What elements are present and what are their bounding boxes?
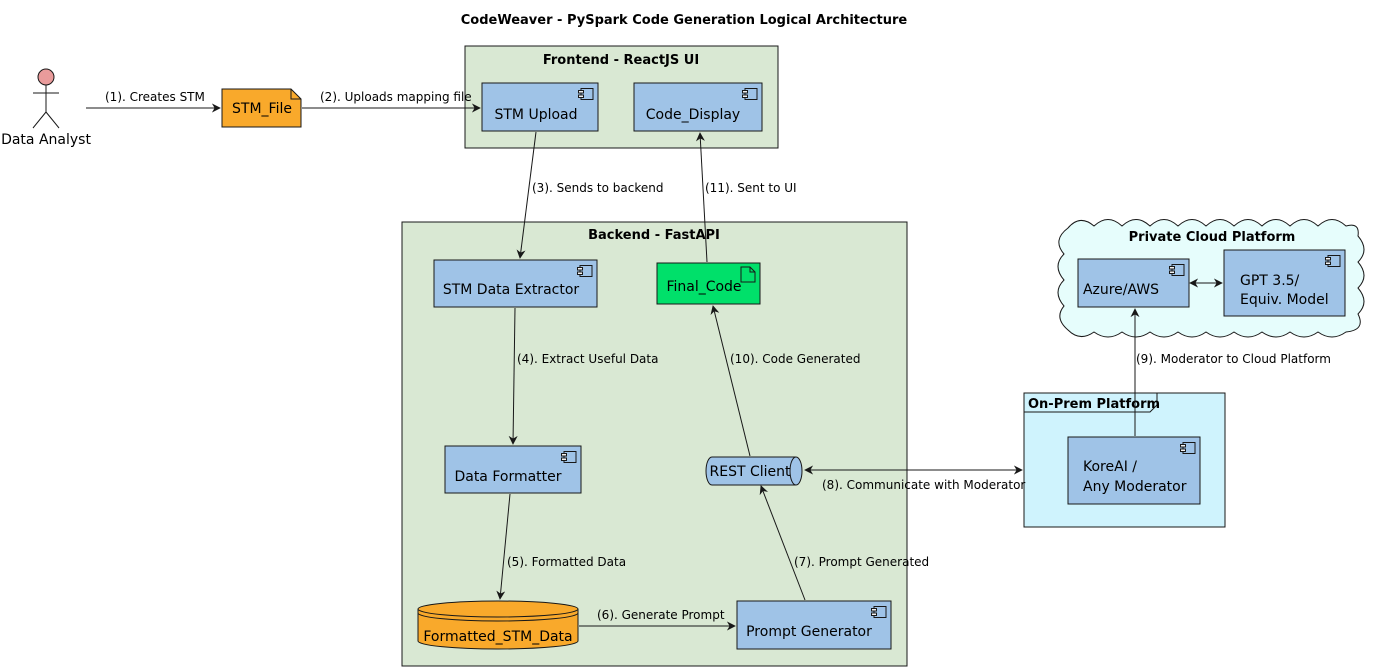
gpt-model-label-line2: Equiv. Model — [1240, 292, 1329, 308]
edge-4-label: (4). Extract Useful Data — [517, 352, 658, 366]
actor-label: Data Analyst — [1, 132, 91, 148]
final-code-label: Final_Code — [666, 279, 741, 295]
formatted-stm-data-label: Formatted_STM_Data — [423, 629, 572, 645]
koreai-label-line2: Any Moderator — [1083, 479, 1187, 495]
edge-3: (3). Sends to backend — [516, 131, 663, 259]
frontend-package-title: Frontend - ReactJS UI — [543, 53, 699, 68]
rest-client-queue: REST Client — [705, 456, 803, 486]
code-display-label: Code_Display — [646, 107, 740, 123]
stm-data-extractor-component: STM Data Extractor — [433, 259, 598, 308]
edge-3-label: (3). Sends to backend — [532, 181, 663, 195]
edge-5: (5). Formatted Data — [496, 493, 626, 600]
edge-4: (4). Extract Useful Data — [508, 307, 658, 445]
edge-11: (11). Sent to UI — [695, 132, 797, 263]
edge-9: (9). Moderator to Cloud Platform — [1130, 308, 1331, 436]
edge-8: (8). Communicate with Moderator — [804, 465, 1025, 492]
edge-11-label: (11). Sent to UI — [705, 181, 797, 195]
edge-2: (2). Uploads mapping file — [302, 90, 481, 113]
stm-upload-label: STM Upload — [494, 107, 577, 123]
code-display-component: Code_Display — [633, 82, 763, 132]
edge-9-label: (9). Moderator to Cloud Platform — [1136, 352, 1331, 366]
edge-1-label: (1). Creates STM — [105, 90, 205, 104]
edge-10-label: (10). Code Generated — [730, 352, 860, 366]
cloud-package-title: Private Cloud Platform — [1129, 230, 1296, 245]
azure-aws-label: Azure/AWS — [1083, 282, 1159, 298]
azure-aws-component: Azure/AWS — [1077, 258, 1190, 308]
data-analyst-actor: Data Analyst — [1, 68, 91, 148]
edge-1: (1). Creates STM — [86, 90, 221, 113]
edge-10: (10). Code Generated — [710, 305, 860, 457]
prompt-generator-label: Prompt Generator — [746, 624, 872, 640]
gpt-model-component: GPT 3.5/ Equiv. Model — [1223, 249, 1346, 317]
final-code-note: Final_Code — [656, 262, 761, 305]
rest-client-label: REST Client — [710, 464, 792, 480]
koreai-moderator-component: KoreAI / Any Moderator — [1067, 436, 1201, 505]
edge-6-label: (6). Generate Prompt — [597, 608, 725, 622]
formatted-stm-data-database: Formatted_STM_Data — [417, 600, 579, 650]
actor-head — [37, 68, 55, 86]
edge-5-label: (5). Formatted Data — [507, 555, 626, 569]
edge-7-label: (7). Prompt Generated — [794, 555, 929, 569]
edge-7: (7). Prompt Generated — [759, 485, 929, 601]
prompt-generator-component: Prompt Generator — [736, 600, 892, 650]
data-formatter-label: Data Formatter — [454, 469, 561, 485]
stm-file-note: STM_File — [221, 88, 302, 128]
onprem-package-title: On-Prem Platform — [1028, 397, 1160, 412]
koreai-label-line1: KoreAI / — [1083, 459, 1137, 475]
diagram-title: CodeWeaver - PySpark Code Generation Log… — [461, 13, 908, 28]
gpt-model-label-line1: GPT 3.5/ — [1240, 273, 1300, 289]
backend-package-title: Backend - FastAPI — [588, 228, 720, 243]
stm-file-label: STM_File — [232, 101, 292, 117]
stm-upload-component: STM Upload — [481, 82, 599, 132]
edge-2-label: (2). Uploads mapping file — [320, 90, 472, 104]
edge-6: (6). Generate Prompt — [579, 608, 736, 631]
stm-data-extractor-label: STM Data Extractor — [443, 282, 580, 298]
data-formatter-component: Data Formatter — [444, 445, 582, 494]
edge-8-label: (8). Communicate with Moderator — [822, 478, 1025, 492]
